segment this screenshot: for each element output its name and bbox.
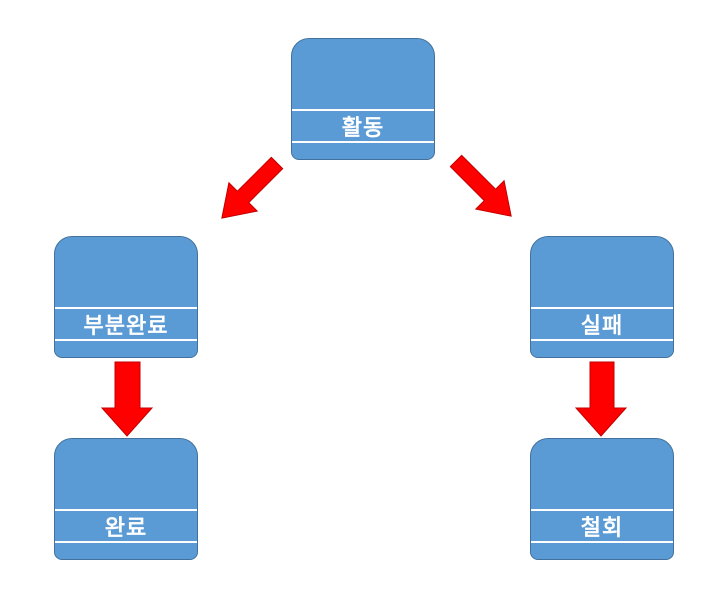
node-complete-label: 완료 <box>104 516 148 541</box>
node-complete: 완료 <box>54 438 198 560</box>
node-label-band: 부분완료 <box>55 307 197 341</box>
node-activity: 활동 <box>291 38 435 160</box>
node-failure-label: 실패 <box>580 314 624 339</box>
arrow-activity-to-partial-complete <box>221 156 284 219</box>
arrow-failure-to-withdrawal <box>574 361 628 437</box>
node-label-band: 완료 <box>55 509 197 543</box>
node-failure: 실패 <box>530 236 674 358</box>
node-partial-complete-label: 부분완료 <box>83 314 169 339</box>
node-label-band: 실패 <box>531 307 673 341</box>
node-withdrawal-label: 철회 <box>580 516 624 541</box>
node-label-band: 활동 <box>292 109 434 143</box>
node-label-band: 철회 <box>531 509 673 543</box>
arrow-activity-to-failure <box>449 154 512 217</box>
arrow-partial-complete-to-complete <box>100 361 154 437</box>
node-withdrawal: 철회 <box>530 438 674 560</box>
node-activity-label: 활동 <box>341 116 385 141</box>
node-partial-complete: 부분완료 <box>54 236 198 358</box>
